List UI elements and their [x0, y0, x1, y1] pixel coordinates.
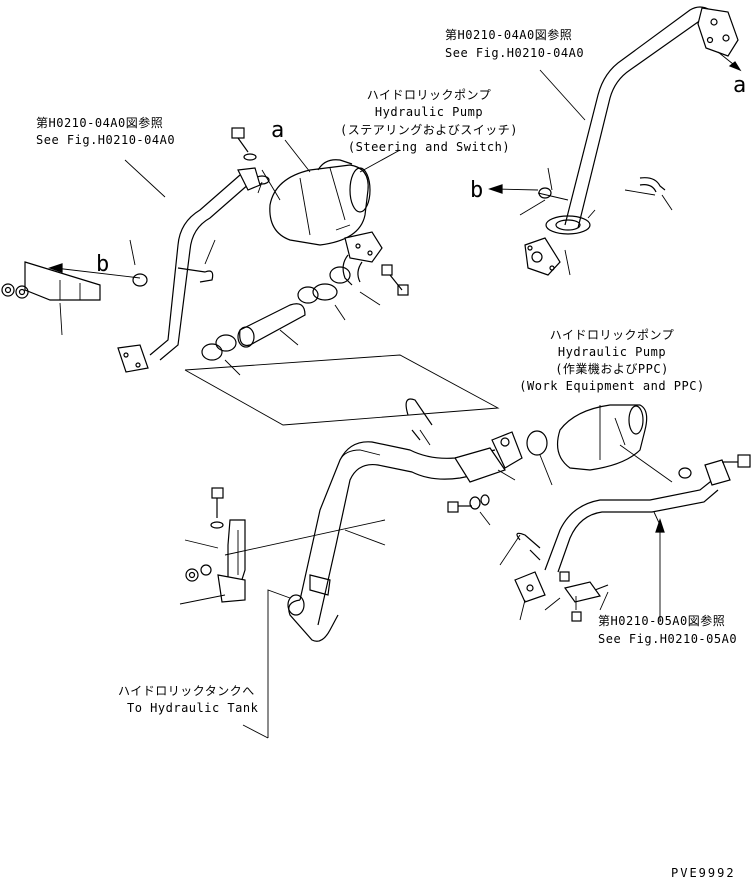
marker-a-top-right: a [733, 73, 747, 98]
work-pump-en: Hydraulic Pump [557, 345, 667, 359]
to-tank-leader [242, 589, 291, 739]
marker-b-right: b [470, 178, 484, 203]
top-right-ref-jp: 第H0210-04A0図参照 [445, 28, 573, 42]
steering-pump-jp: ハイドロリックポンプ [366, 88, 492, 102]
marker-a-pump: a [271, 118, 285, 143]
work-pump-sub-jp: (作業機およびPPC) [555, 362, 669, 376]
left-ref-jp: 第H0210-04A0図参照 [36, 116, 164, 130]
work-pump-sub-en: (Work Equipment and PPC) [519, 379, 705, 393]
left-ref-en: See Fig.H0210-04A0 [36, 133, 176, 147]
work-pump-jp: ハイドロリックポンプ [549, 328, 675, 342]
to-tank-en: To Hydraulic Tank [127, 701, 259, 715]
steering-pump [231, 127, 401, 246]
bottom-right-ref-jp: 第H0210-05A0図参照 [598, 614, 726, 628]
to-tank-jp: ハイドロリックタンクへ [118, 684, 255, 698]
work-equipment-pump [557, 404, 692, 483]
steering-pump-sub-en: (Steering and Switch) [347, 140, 511, 154]
main-suction-pipe [287, 398, 553, 642]
drawing-code: PVE9992 [671, 866, 736, 880]
lower-left-bracket [179, 487, 386, 605]
top-right-pipe-assembly [488, 6, 742, 276]
bottom-right-ref-en: See Fig.H0210-05A0 [598, 632, 738, 646]
steering-pump-sub-jp: (ステアリングおよびスイッチ) [340, 123, 518, 137]
lower-right-pipe [499, 454, 751, 622]
suction-hose-group [184, 224, 500, 426]
top-right-ref-en: See Fig.H0210-04A0 [445, 46, 585, 60]
steering-pump-en: Hydraulic Pump [374, 105, 484, 119]
left-pipe-assembly [1, 159, 263, 373]
marker-b-left: b [96, 252, 110, 277]
